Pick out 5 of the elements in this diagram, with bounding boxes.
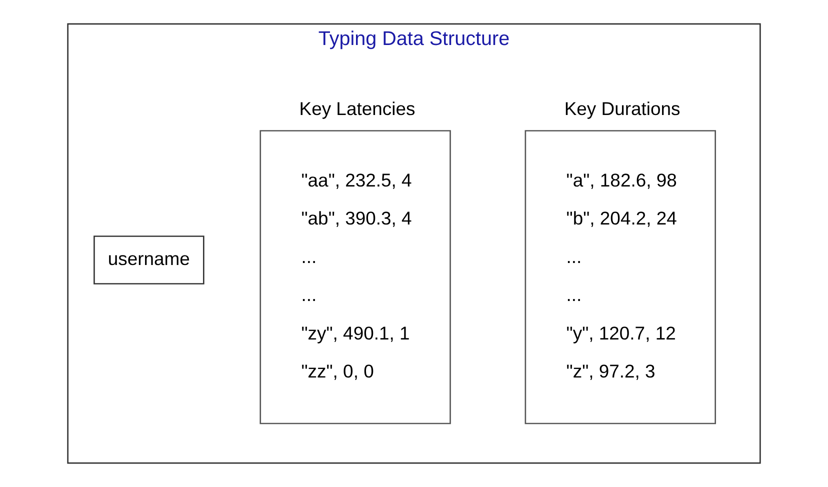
- node-box: username: [94, 236, 204, 284]
- node-label: Key Durations: [564, 98, 680, 120]
- node-box: "aa", 232.5, 4 "ab", 390.3, 4 ... ... "zy", 490.1, 1 "zz", 0, 0: [260, 130, 451, 424]
- node-label: Key Latencies: [299, 98, 416, 120]
- node-box: "a", 182.6, 98 "b", 204.2, 24 ... ... "y", 120.7, 12 "z", 97.2, 3: [524, 130, 716, 424]
